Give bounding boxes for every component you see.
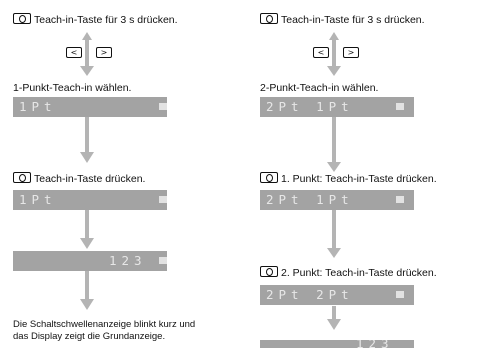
left-step-select-mode: 1-Punkt-Teach-in wählen. [13, 82, 132, 94]
arrow-shaft [332, 209, 336, 249]
display-text: 2Pt 2Pt [266, 287, 354, 302]
left-display-1pt: 1Pt [13, 97, 167, 117]
down-arrow [327, 248, 341, 258]
right-step3-text: 1. Punkt: Teach-in-Taste drücken. [281, 173, 437, 185]
down-arrow [80, 238, 94, 249]
up-arrow [329, 32, 339, 40]
down-arrow [327, 66, 341, 76]
nav-right-key-icon: > [343, 47, 359, 58]
display-indicator-led [396, 196, 404, 203]
right-step-first-point: 1. Punkt: Teach-in-Taste drücken. [260, 172, 437, 186]
teach-key-icon [13, 172, 31, 183]
nav-left-key-icon: < [66, 47, 82, 58]
arrow-shaft [332, 40, 336, 67]
down-arrow [80, 66, 94, 76]
display-text: 2Pt 1Pt [266, 192, 354, 207]
left-step3-text: Teach-in-Taste drücken. [34, 173, 146, 185]
nav-left-key-icon: < [313, 47, 329, 58]
right-step4-text: 2. Punkt: Teach-in-Taste drücken. [281, 267, 437, 279]
display-text: 1Pt [19, 99, 57, 114]
left-step-press-teach-2: Teach-in-Taste drücken. [13, 172, 145, 186]
display-indicator-led [159, 257, 167, 264]
display-indicator-led [396, 291, 404, 298]
teach-key-icon [260, 172, 278, 183]
left-step-press-teach: Teach-in-Taste für 3 s drücken. [13, 13, 178, 27]
right-display-2pt-2pt: 2Pt 2Pt [260, 285, 414, 305]
display-text: 123 [109, 253, 147, 268]
display-indicator-led [396, 103, 404, 110]
down-arrow [327, 319, 341, 330]
down-arrow [80, 299, 94, 310]
display-indicator-led [159, 103, 167, 110]
nav-right-key-icon: > [96, 47, 112, 58]
arrow-shaft [85, 117, 89, 153]
left-result-line1: Die Schaltschwellenanzeige blinkt kurz u… [13, 319, 196, 330]
display-text: 1Pt [19, 192, 57, 207]
left-display-value: 123 [13, 251, 167, 271]
right-step-press-teach: Teach-in-Taste für 3 s drücken. [260, 13, 425, 27]
right-display-2pt-1pt: 2Pt 1Pt [260, 97, 414, 117]
down-arrow [80, 152, 94, 163]
teach-key-icon [260, 13, 278, 24]
left-step1-text: Teach-in-Taste für 3 s drücken. [34, 14, 178, 26]
display-text: 2Pt 1Pt [266, 99, 354, 114]
arrow-shaft [332, 306, 336, 320]
arrow-shaft [85, 40, 89, 57]
teach-key-icon [260, 266, 278, 277]
arrow-shaft [85, 57, 89, 67]
right-step-second-point: 2. Punkt: Teach-in-Taste drücken. [260, 266, 437, 280]
left-result-line2: das Display zeigt die Grundanzeige. [13, 331, 166, 342]
right-step-select-mode: 2-Punkt-Teach-in wählen. [260, 82, 379, 94]
up-arrow [82, 32, 92, 40]
right-display-2pt-1pt-2: 2Pt 1Pt [260, 190, 414, 210]
left-display-1pt-2: 1Pt [13, 190, 167, 210]
arrow-shaft [85, 270, 89, 300]
arrow-shaft [85, 209, 89, 239]
display-indicator-led [159, 196, 167, 203]
arrow-shaft [332, 117, 336, 163]
right-display-value-cropped: 123 [260, 340, 414, 348]
teach-key-icon [13, 13, 31, 24]
display-text: 123 [356, 340, 394, 348]
right-step1-text: Teach-in-Taste für 3 s drücken. [281, 14, 425, 26]
down-arrow [327, 162, 341, 172]
